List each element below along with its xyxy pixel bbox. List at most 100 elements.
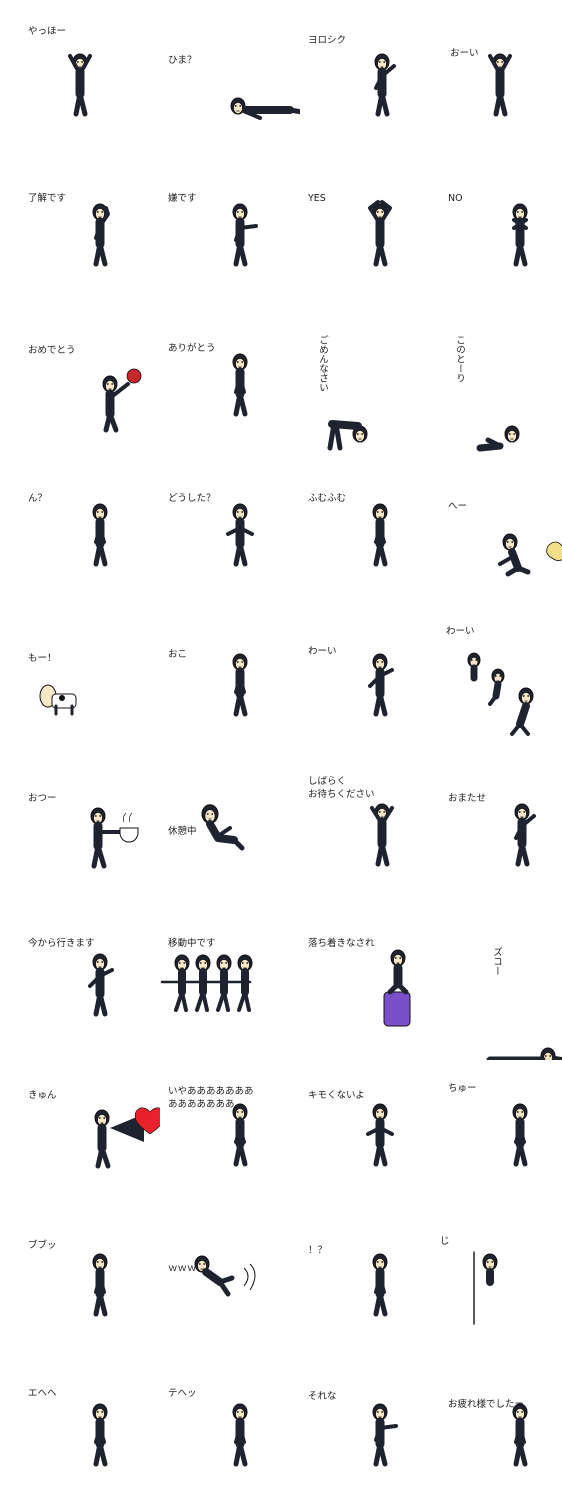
sticker-caption: エヘヘ xyxy=(28,1388,57,1399)
sticker-figure xyxy=(473,1251,498,1325)
sticker-35[interactable]: ！？ xyxy=(300,1220,440,1360)
sticker-figure xyxy=(488,53,512,117)
sticker-5[interactable]: 了解です xyxy=(20,170,160,310)
figure-scream xyxy=(232,1103,248,1167)
sticker-4[interactable]: おーい xyxy=(440,20,562,160)
figure-lie xyxy=(230,97,300,120)
sticker-caption: お疲れ様でしたー xyxy=(448,1399,525,1410)
sticker-21[interactable]: おつー xyxy=(20,770,160,910)
sticker-2[interactable]: ひま？ xyxy=(160,20,300,160)
sticker-3[interactable]: ヨロシク xyxy=(300,20,440,160)
figure-peek xyxy=(473,1251,498,1325)
figure-tea xyxy=(90,807,139,869)
sticker-26[interactable]: 移動中です xyxy=(160,920,300,1060)
sticker-caption: ん？ xyxy=(28,493,48,504)
sticker-figure xyxy=(232,1103,248,1167)
sticker-caption: どうした？ xyxy=(168,493,216,504)
figure-cross xyxy=(512,203,528,267)
sticker-29[interactable]: きゅん xyxy=(20,1070,160,1210)
figure-flat xyxy=(486,1047,562,1060)
sticker-caption: ごめんなさい xyxy=(317,335,328,392)
sticker-24[interactable]: おまたせ xyxy=(440,770,562,910)
figure-rest xyxy=(201,804,245,851)
sticker-33[interactable]: ブブッ xyxy=(20,1220,160,1360)
figure-stand xyxy=(92,1403,108,1467)
sticker-14[interactable]: どうした？ xyxy=(160,470,300,610)
sticker-caption: おまたせ xyxy=(448,793,487,804)
sticker-figure xyxy=(372,1403,398,1467)
figure-thanks xyxy=(232,353,248,417)
figure-shrug xyxy=(226,503,254,567)
sticker-figure xyxy=(201,804,245,851)
sticker-19[interactable]: わーい xyxy=(300,620,440,760)
puff-icon xyxy=(546,541,562,561)
sticker-caption: わーい xyxy=(308,646,337,657)
figure-flowers xyxy=(102,368,142,433)
sticker-figure xyxy=(476,425,520,452)
sticker-6[interactable]: 嫌です xyxy=(160,170,300,310)
sticker-9[interactable]: おめでとう xyxy=(20,320,160,460)
sticker-31[interactable]: キモくないよ xyxy=(300,1070,440,1210)
sticker-figure xyxy=(232,1403,248,1467)
sticker-caption: ふむふむ xyxy=(308,493,347,504)
sticker-caption: おめでとう xyxy=(28,345,76,356)
figure-stand xyxy=(92,1253,108,1317)
sticker-figure xyxy=(232,353,248,417)
sticker-12[interactable]: このとーり xyxy=(440,320,562,460)
sticker-18[interactable]: おこ xyxy=(160,620,300,760)
sticker-11[interactable]: ごめんなさい xyxy=(300,320,440,460)
sticker-figure xyxy=(90,807,139,869)
sticker-13[interactable]: ん？ xyxy=(20,470,160,610)
sticker-27[interactable]: 落ち着きなされ xyxy=(300,920,440,1060)
sticker-8[interactable]: NO xyxy=(440,170,562,310)
sticker-figure xyxy=(512,1103,528,1167)
sticker-caption: テヘッ xyxy=(168,1388,197,1399)
sticker-caption: 休憩中 xyxy=(168,826,197,837)
sticker-caption: 了解です xyxy=(28,193,67,204)
sticker-caption: おつー xyxy=(28,793,57,804)
bouquet-icon xyxy=(126,368,142,384)
figure-run xyxy=(88,953,114,1017)
sticker-28[interactable]: ズコー xyxy=(440,920,562,1060)
sticker-38[interactable]: テヘッ xyxy=(160,1370,300,1510)
sticker-figure xyxy=(68,53,92,117)
sticker-40[interactable]: お疲れ様でしたー xyxy=(440,1370,562,1510)
figure-wave xyxy=(374,53,396,117)
sticker-7[interactable]: YES xyxy=(300,170,440,310)
sticker-figure xyxy=(467,652,534,736)
figure-stand xyxy=(92,503,108,567)
figure-dance xyxy=(366,1103,394,1167)
sticker-25[interactable]: 今から行きます xyxy=(20,920,160,1060)
figure-hold xyxy=(370,803,394,867)
sticker-22[interactable]: 休憩中 xyxy=(160,770,300,910)
sticker-37[interactable]: エヘヘ xyxy=(20,1370,160,1510)
figure-bow xyxy=(327,420,368,451)
sticker-figure xyxy=(370,803,394,867)
sticker-caption: それな xyxy=(308,1391,337,1402)
sticker-figure xyxy=(372,1253,388,1317)
sticker-20[interactable]: わーい xyxy=(440,620,562,760)
sticker-figure xyxy=(92,1403,108,1467)
sticker-16[interactable]: へー xyxy=(440,470,562,610)
sticker-32[interactable]: ちゅー xyxy=(440,1070,562,1210)
figure-sit xyxy=(383,949,411,1027)
sticker-17[interactable]: もー！ xyxy=(20,620,160,760)
sticker-1[interactable]: やっほー xyxy=(20,20,160,160)
sticker-caption: ヨロシク xyxy=(308,35,347,46)
sticker-39[interactable]: それな xyxy=(300,1370,440,1510)
sticker-23[interactable]: しばらく お待ちください xyxy=(300,770,440,910)
figure-crouch xyxy=(498,533,562,577)
sticker-figure xyxy=(372,503,388,567)
sticker-figure xyxy=(226,503,254,567)
sticker-10[interactable]: ありがとう xyxy=(160,320,300,460)
sticker-30[interactable]: いやあああああああ あああああああ xyxy=(160,1070,300,1210)
figure-cheer xyxy=(488,53,512,117)
sticker-caption: おーい xyxy=(450,48,479,59)
sticker-caption: ちゅー xyxy=(448,1083,477,1094)
sticker-34[interactable]: ｗｗｗ xyxy=(160,1220,300,1360)
sticker-36[interactable]: じ xyxy=(440,1220,562,1360)
sticker-caption: このとーり xyxy=(454,335,465,383)
sticker-figure xyxy=(230,97,300,120)
sticker-15[interactable]: ふむふむ xyxy=(300,470,440,610)
